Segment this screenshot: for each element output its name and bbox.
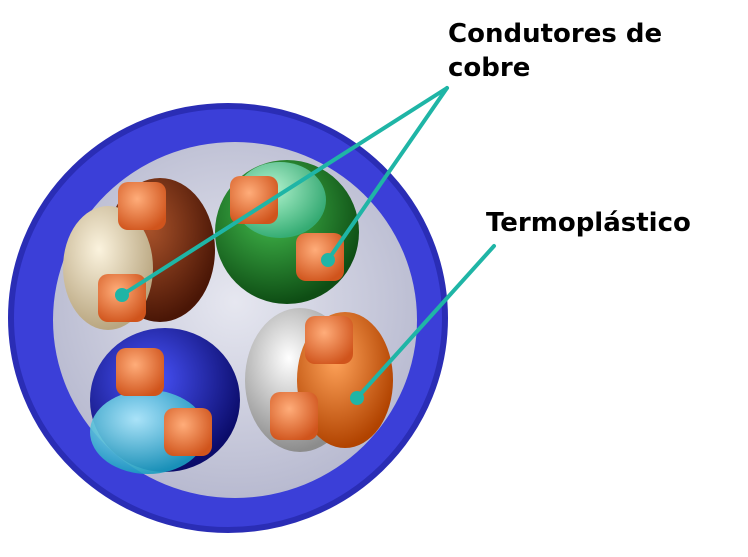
thermoplastic-leader-line xyxy=(355,244,496,400)
copper-conductor xyxy=(230,176,278,224)
green-pair xyxy=(215,160,359,304)
copper-conductor xyxy=(296,233,344,281)
copper-label-line2: cobre xyxy=(448,53,531,83)
copper-conductors-label: Condutores de cobre xyxy=(448,17,662,85)
thermoplastic-pointer-dot xyxy=(350,391,364,405)
orange-pair xyxy=(245,308,393,452)
leader-lines xyxy=(120,86,496,400)
copper-conductor xyxy=(270,392,318,440)
leader-endpoints xyxy=(115,253,364,405)
outer-jacket-shade xyxy=(8,103,448,533)
copper-conductor xyxy=(164,408,212,456)
copper-conductor xyxy=(116,348,164,396)
copper-pointer-dot xyxy=(321,253,335,267)
copper-conductor xyxy=(118,182,166,230)
copper-pointer-dot xyxy=(115,288,129,302)
thermoplastic-label: Termoplástico xyxy=(486,208,691,238)
copper-label-line1: Condutores de xyxy=(448,19,663,49)
copper-leader-line xyxy=(120,86,449,297)
blue-pair xyxy=(90,328,240,474)
copper-conductor xyxy=(305,316,353,364)
copper-leader-line xyxy=(326,86,449,262)
